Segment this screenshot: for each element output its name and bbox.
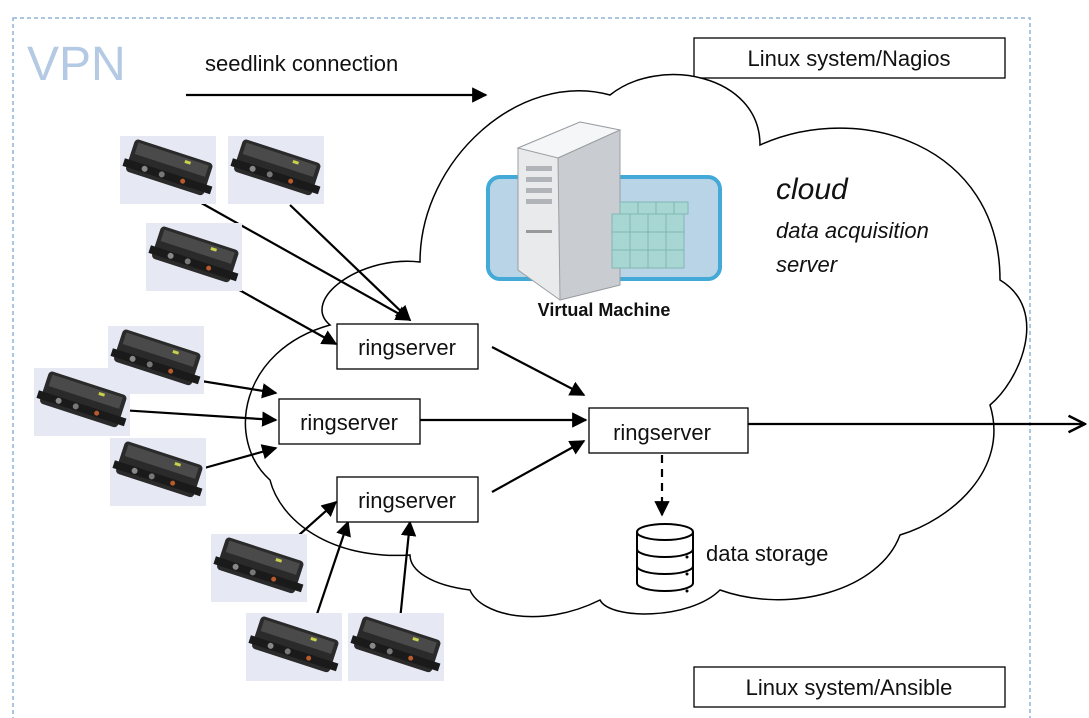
nagios-label: Linux system/Nagios bbox=[748, 46, 951, 71]
arrow-dev2-upper bbox=[289, 204, 412, 322]
seismometer-device bbox=[34, 368, 134, 436]
arrow-dev4-middle bbox=[194, 378, 278, 399]
virtual-machine-label: Virtual Machine bbox=[538, 300, 671, 320]
seedlink-legend-label: seedlink connection bbox=[205, 51, 398, 76]
ringserver-central: ringserver bbox=[588, 407, 749, 454]
ringserver-lower-label: ringserver bbox=[358, 488, 456, 513]
seismometer-device bbox=[110, 438, 210, 506]
virtual-machine-icon bbox=[486, 121, 722, 301]
arrow-dev9-lower bbox=[398, 520, 417, 621]
seismometer-device bbox=[211, 534, 311, 602]
ringserver-middle: ringserver bbox=[278, 398, 421, 445]
seismometer-device bbox=[120, 136, 220, 204]
seismometer-device bbox=[146, 223, 246, 291]
arrow-dev1-upper bbox=[195, 199, 412, 321]
arrow-dev8-lower bbox=[313, 520, 351, 621]
arrow-upper-central bbox=[491, 346, 586, 396]
ansible-label: Linux system/Ansible bbox=[746, 675, 953, 700]
connections bbox=[119, 199, 588, 621]
seismometer-device bbox=[228, 136, 328, 204]
vpn-boundary bbox=[12, 17, 1031, 718]
ringserver-central-label: ringserver bbox=[613, 420, 711, 445]
arrow-dev3-upper bbox=[224, 281, 338, 345]
ringserver-upper: ringserver bbox=[336, 323, 479, 370]
data-storage-label: data storage bbox=[706, 541, 828, 566]
seismometer-device bbox=[348, 613, 448, 681]
seismometer-device bbox=[246, 613, 346, 681]
ansible-box: Linux system/Ansible bbox=[693, 666, 1006, 708]
cloud-subtitle-line2: server bbox=[776, 252, 839, 277]
nagios-box: Linux system/Nagios bbox=[693, 37, 1006, 79]
arrow-dev5-middle bbox=[119, 408, 278, 427]
vpn-label: VPN bbox=[27, 38, 126, 91]
ringserver-upper-label: ringserver bbox=[358, 335, 456, 360]
cloud-subtitle-line1: data acquisition bbox=[776, 218, 929, 243]
ringserver-lower: ringserver bbox=[336, 476, 479, 523]
database-icon bbox=[636, 523, 694, 593]
cloud-title: cloud bbox=[776, 173, 849, 206]
arrow-lower-central bbox=[491, 440, 586, 493]
ringserver-middle-label: ringserver bbox=[300, 410, 398, 435]
